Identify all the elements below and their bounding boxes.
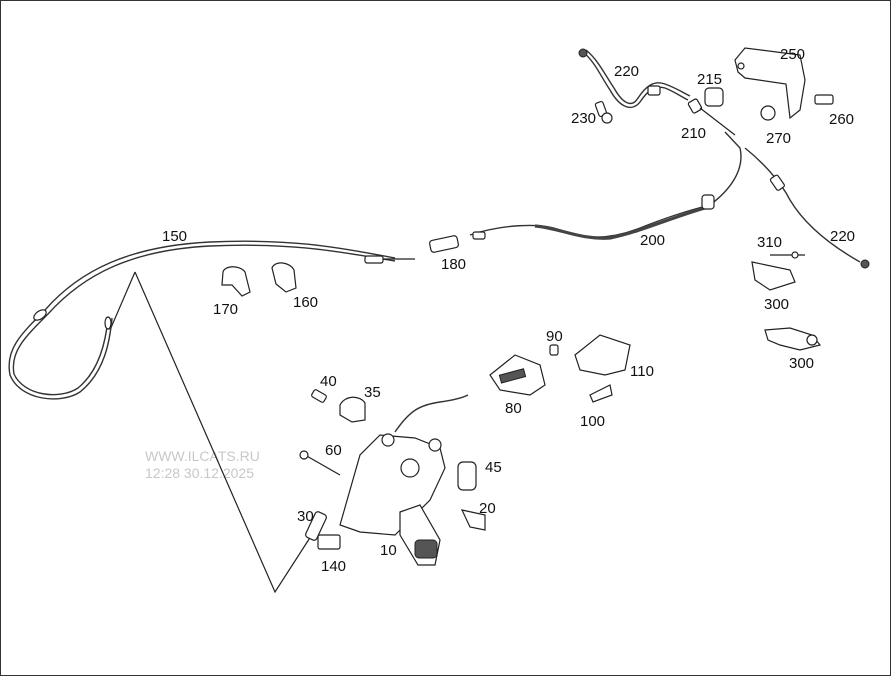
- callout-150: 150: [162, 228, 187, 245]
- callout-35: 35: [364, 384, 381, 401]
- block-140: [317, 534, 341, 550]
- pedal-spring-10b: [428, 438, 442, 452]
- pad-20: [460, 509, 486, 531]
- callout-30: 30: [297, 508, 314, 525]
- callout-100: 100: [580, 413, 605, 430]
- cable-220-right: [744, 147, 861, 263]
- callout-45: 45: [485, 459, 502, 476]
- screw-100: [589, 384, 613, 403]
- callout-220-right: 220: [830, 228, 855, 245]
- link-rod-210: [699, 107, 736, 136]
- callout-110: 110: [630, 363, 654, 380]
- bushing-215: [704, 87, 724, 107]
- cable-sleeve-220: [647, 85, 661, 96]
- pedal-pad-10: [414, 539, 438, 559]
- callout-215: 215: [697, 71, 722, 88]
- watermark-datetime: 12:28 30.12.2025: [145, 465, 254, 481]
- callout-20: 20: [479, 500, 496, 517]
- cable-150-inner: [12, 244, 396, 396]
- bolt-60-shaft: [304, 454, 341, 476]
- callout-310: 310: [757, 234, 782, 251]
- nut-230: [601, 112, 613, 124]
- callout-250: 250: [780, 46, 805, 63]
- bumper-45: [457, 461, 477, 491]
- cable-150: [8, 240, 396, 400]
- cable-200: [469, 204, 711, 238]
- cable-220-upper-b: [585, 49, 691, 105]
- callout-180: 180: [441, 256, 466, 273]
- pedal-spring-10: [381, 433, 395, 447]
- cable-end-150: [33, 309, 47, 321]
- leader-line-150b: [109, 271, 136, 331]
- pedal-cable: [394, 394, 469, 433]
- callout-140: 140: [321, 558, 346, 575]
- callout-200: 200: [640, 232, 665, 249]
- cable-200-branch-left: [709, 131, 742, 206]
- bracket-250: [734, 47, 806, 120]
- cable-end-200: [472, 231, 486, 240]
- bolt-60-head: [299, 450, 309, 460]
- callout-10: 10: [380, 542, 397, 559]
- callout-260: 260: [829, 111, 854, 128]
- callout-160: 160: [293, 294, 318, 311]
- bracket-110: [574, 334, 631, 376]
- bracket-300-knob: [806, 334, 818, 346]
- bracket-hole-250: [737, 62, 745, 70]
- callout-300-lower: 300: [789, 355, 814, 372]
- leader-line-150: [134, 271, 314, 594]
- watermark-site: WWW.ILCATS.RU: [145, 448, 260, 464]
- bracket-80-slot: [498, 368, 527, 384]
- pedal-pivot-10: [400, 458, 420, 478]
- pin-head-310: [791, 251, 799, 259]
- callout-220-upper: 220: [614, 63, 639, 80]
- connector-180: [429, 235, 459, 253]
- clip-160: [271, 262, 297, 293]
- callout-230: 230: [571, 110, 596, 127]
- cable-end-220a: [578, 48, 588, 58]
- bracket-300-lower: [764, 327, 822, 351]
- callout-40: 40: [320, 373, 337, 390]
- cable-connector-150: [364, 255, 384, 264]
- cable-200-sheath: [534, 206, 706, 240]
- callout-90: 90: [546, 328, 563, 345]
- cable-bracket-200: [701, 194, 715, 210]
- link-210: [687, 98, 703, 114]
- bracket-300-upper: [751, 261, 796, 291]
- cable-clip-220: [769, 174, 785, 191]
- cable-end-220b: [860, 259, 870, 269]
- nut-270: [760, 105, 776, 121]
- clip-35: [339, 396, 366, 423]
- callout-170: 170: [213, 301, 238, 318]
- bolt-260: [814, 94, 834, 105]
- cable-end-150b: [104, 316, 112, 330]
- clip-170: [221, 266, 251, 297]
- bolt-90: [549, 344, 559, 356]
- cable-220-upper: [582, 51, 689, 109]
- callout-210: 210: [681, 125, 706, 142]
- callout-270: 270: [766, 130, 791, 147]
- callout-300-upper: 300: [764, 296, 789, 313]
- callout-80: 80: [505, 400, 522, 417]
- slider-30: [305, 511, 327, 541]
- callout-60: 60: [325, 442, 342, 459]
- bolt-40: [311, 389, 327, 403]
